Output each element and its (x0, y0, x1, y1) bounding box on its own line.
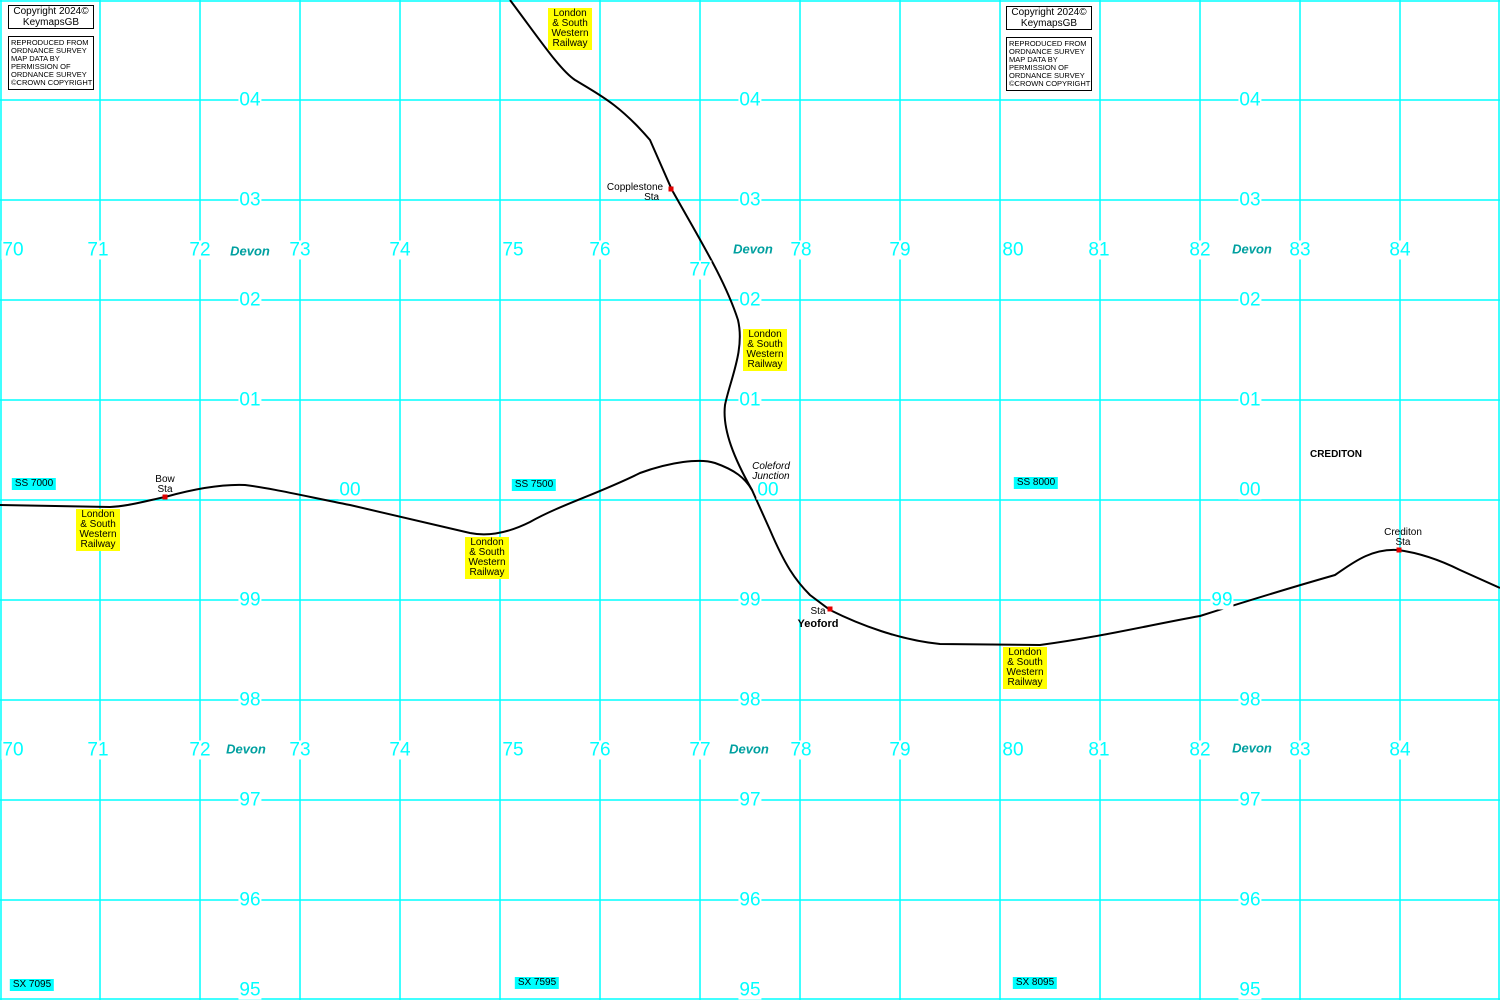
easting-label: 82 (1188, 239, 1212, 261)
easting-label: 73 (288, 239, 312, 261)
easting-label: 80 (1001, 239, 1025, 261)
northing-label: 00 (338, 479, 362, 501)
northing-label: 03 (1238, 189, 1262, 211)
county-label: Devon (729, 741, 769, 757)
easting-label: 70 (1, 739, 25, 761)
northing-label: 03 (238, 189, 262, 211)
easting-label: 82 (1188, 739, 1212, 761)
grid-ref-label: SX 7095 (9, 979, 55, 991)
permission-box: REPRODUCED FROM ORDNANCE SURVEY MAP DATA… (8, 36, 94, 90)
northing-label: 97 (1238, 789, 1262, 811)
county-label: Devon (1232, 740, 1272, 756)
railway-main-line (0, 459, 1500, 647)
county-label: Devon (1232, 241, 1272, 257)
northing-label: 99 (738, 589, 762, 611)
northing-label: 02 (238, 289, 262, 311)
easting-label: 73 (288, 739, 312, 761)
grid-ref-label: SS 7500 (511, 479, 557, 491)
northing-label: 98 (738, 689, 762, 711)
county-label: Devon (226, 741, 266, 757)
northing-label: 97 (738, 789, 762, 811)
easting-label: 71 (86, 239, 110, 261)
grid-ref-label: SS 7000 (11, 478, 57, 490)
northing-label: 04 (738, 89, 762, 111)
easting-label: 83 (1288, 239, 1312, 261)
station-marker[interactable] (1396, 547, 1402, 553)
easting-label: 84 (1388, 239, 1412, 261)
easting-label: 80 (1001, 739, 1025, 761)
easting-label: 71 (86, 739, 110, 761)
easting-label: 72 (188, 239, 212, 261)
northing-label: 97 (238, 789, 262, 811)
northing-label: 95 (1238, 979, 1262, 1000)
northing-label: 01 (238, 389, 262, 411)
easting-label: 76 (588, 239, 612, 261)
easting-label: 77 (688, 259, 712, 281)
crediton-town-label: CREDITON (1309, 449, 1363, 460)
northing-label: 00 (756, 479, 780, 501)
easting-label: 79 (888, 739, 912, 761)
easting-label: 75 (501, 739, 525, 761)
easting-label: 70 (1, 239, 25, 261)
easting-label: 76 (588, 739, 612, 761)
northing-label: 04 (1238, 89, 1262, 111)
grid-ref-label: SX 7595 (514, 977, 560, 989)
county-label: Devon (733, 241, 773, 257)
easting-label: 75 (501, 239, 525, 261)
copyright-box: Copyright 2024©KeymapsGB (8, 5, 94, 29)
northing-label: 96 (238, 889, 262, 911)
easting-label: 79 (888, 239, 912, 261)
northing-label: 01 (1238, 389, 1262, 411)
easting-label: 77 (688, 739, 712, 761)
easting-label: 78 (789, 239, 813, 261)
northing-label: 02 (738, 289, 762, 311)
easting-label: 72 (188, 739, 212, 761)
northing-label: 98 (238, 689, 262, 711)
easting-label: 81 (1087, 739, 1111, 761)
northing-label: 95 (238, 979, 262, 1000)
railway-north-line (509, 0, 753, 491)
northing-label: 03 (738, 189, 762, 211)
northing-label: 00 (1238, 479, 1262, 501)
northing-label: 99 (238, 589, 262, 611)
northing-label: 95 (738, 979, 762, 1000)
easting-label: 84 (1388, 739, 1412, 761)
northing-label: 02 (1238, 289, 1262, 311)
station-marker[interactable] (668, 186, 674, 192)
station-marker[interactable] (162, 494, 168, 500)
permission-box: REPRODUCED FROM ORDNANCE SURVEY MAP DATA… (1006, 37, 1092, 91)
yeoford-sta-label: Sta (810, 606, 826, 617)
easting-label: 74 (388, 739, 412, 761)
northing-label: 01 (738, 389, 762, 411)
northing-label: 04 (238, 89, 262, 111)
grid-ref-label: SX 8095 (1012, 977, 1058, 989)
northing-label: 98 (1238, 689, 1262, 711)
northing-label: 96 (1238, 889, 1262, 911)
copyright-box: Copyright 2024©KeymapsGB (1006, 6, 1092, 30)
easting-label: 74 (388, 239, 412, 261)
grid-ref-label: SS 8000 (1013, 477, 1059, 489)
station-marker[interactable] (827, 606, 833, 612)
easting-label: 83 (1288, 739, 1312, 761)
northing-label: 99 (1210, 589, 1234, 611)
yeoford-label: Yeoford (797, 618, 839, 630)
easting-label: 81 (1087, 239, 1111, 261)
northing-label: 96 (738, 889, 762, 911)
county-label: Devon (230, 243, 270, 259)
easting-label: 78 (789, 739, 813, 761)
